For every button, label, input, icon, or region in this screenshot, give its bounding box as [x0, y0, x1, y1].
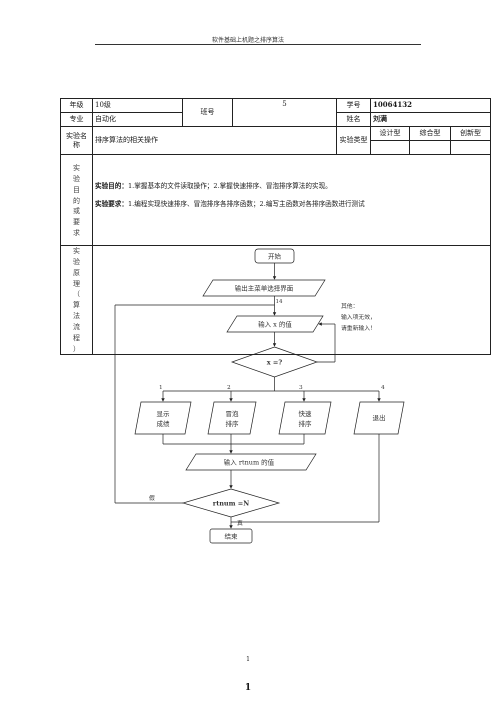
main-menu-io [202, 279, 326, 297]
header-rule [95, 44, 421, 45]
goal-title: 实验目的： [95, 182, 128, 191]
start-text: 开始 [268, 252, 282, 261]
option-quick-line2: 排序 [299, 419, 313, 428]
class-label: 班号 [182, 98, 233, 127]
name-label: 姓名 [336, 112, 371, 127]
requirement-title: 实验要求： [95, 200, 128, 208]
name-value: 刘满 [369, 112, 492, 127]
input-rtnum-text: 输入 rtnum 的值 [224, 458, 275, 467]
branch-label-1: 1 [159, 385, 163, 391]
option-bubble-line1: 冒泡 [226, 409, 240, 418]
other-note-line3: 请重新输入！ [341, 324, 376, 332]
main-menu-text: 输出主菜单选择界面 [235, 284, 294, 293]
other-note-line1: 其他： [341, 302, 358, 310]
option-bubble-sort [207, 401, 257, 435]
type-innovative: 创新型 [449, 126, 492, 141]
end-text: 结束 [225, 532, 239, 541]
flowchart-cell: 开始 输出主菜单选择界面 输入 x 的值 x =? 14 显示 成绩 冒泡 排序… [91, 244, 492, 544]
input-rtnum-io [185, 453, 317, 471]
option-bubble-line2: 排序 [226, 419, 240, 428]
option-quick-line1: 快速 [299, 409, 313, 418]
bottom-mark: 1 [244, 683, 252, 693]
option-quick-sort [278, 401, 332, 435]
true-label: 真 [237, 519, 243, 527]
major-label: 专业 [60, 112, 93, 127]
experiment-type-label: 实验类型 [336, 126, 371, 155]
loop-mark: 14 [276, 299, 283, 305]
class-value: 5 [232, 98, 337, 127]
goal-label-text: 实验目的或要求 [73, 164, 80, 238]
major-value: 自动化 [92, 112, 183, 127]
decision-rtnum-text: rtnum =N [213, 500, 249, 508]
student-id-label: 学号 [336, 98, 371, 113]
principle-label: 实验原理（算法流程） [60, 244, 93, 356]
type-design: 设计型 [370, 126, 410, 141]
experiment-form: 年级 10级 班号 5 学号 10064132 专业 自动化 姓名 刘满 实验名… [60, 98, 492, 544]
option-show-line2: 成绩 [157, 419, 171, 428]
branch-label-3: 3 [299, 385, 303, 391]
option-show-scores [134, 401, 192, 435]
branch-label-4: 4 [381, 385, 385, 391]
goal-label: 实验目的或要求 [60, 154, 93, 246]
input-x-io [226, 315, 324, 333]
other-note-line2: 输入项无效， [341, 313, 376, 321]
experiment-name-value: 排序算法的相关操作 [92, 126, 337, 155]
requirement-text: 1.编程实现快速排序、冒泡排序各排序函数；2.编写主函数对各排序函数进行测试 [127, 200, 365, 208]
page-header-title: 软件基础上机题之排序算法 [211, 37, 284, 44]
option-exit [353, 401, 405, 435]
option-exit-text: 退出 [373, 413, 386, 422]
decision-x-text: x =? [267, 359, 283, 367]
input-x-text: 输入 x 的值 [258, 320, 292, 329]
flowchart: 开始 输出主菜单选择界面 输入 x 的值 x =? 14 显示 成绩 冒泡 排序… [114, 248, 405, 544]
end-terminal [209, 528, 253, 544]
student-id-value: 10064132 [369, 98, 492, 113]
grade-value: 10级 [92, 98, 183, 113]
branch-label-2: 2 [227, 385, 231, 391]
principle-label-text: 实验原理（算法流程） [73, 247, 80, 353]
type-comprehensive: 综合型 [409, 126, 451, 141]
experiment-name-label: 实验名称 [60, 126, 93, 155]
option-show-line1: 显示 [157, 410, 171, 418]
page-number: 1 [246, 656, 250, 663]
goal-content: 实验目的：1.掌握基本的文件读取操作；2.掌握快速排序、冒泡排序算法的实现。 实… [91, 154, 492, 246]
false-label: 假 [149, 494, 155, 502]
goal-text: 1.掌握基本的文件读取操作；2.掌握快速排序、冒泡排序算法的实现。 [127, 182, 332, 191]
grade-label: 年级 [60, 98, 93, 113]
